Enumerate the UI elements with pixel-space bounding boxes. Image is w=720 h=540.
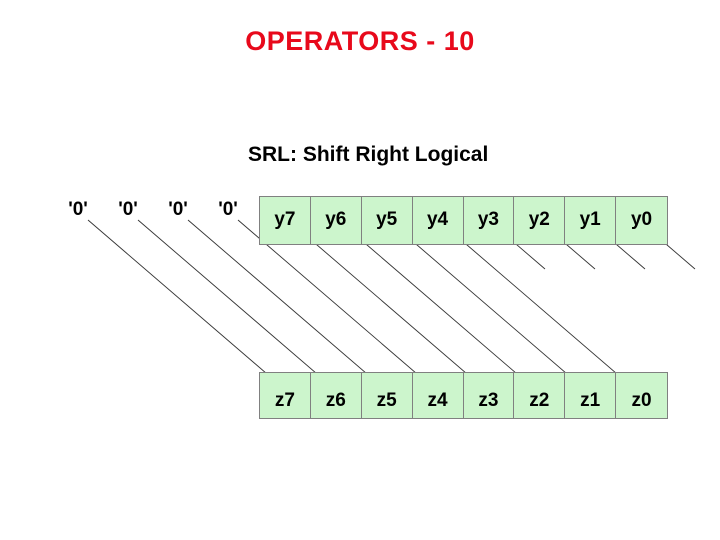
y-register-cell-label: y6 [325,209,347,230]
y-register-cell: y6 [311,197,362,244]
y-register-cell: y0 [616,197,667,244]
z-register-cell: z7 [260,373,311,418]
z-register-cell-label: z5 [376,389,397,411]
wire-y7-to-z3 [287,219,490,393]
z-register-cell-label: z3 [478,389,499,411]
y-register-cell-label: y1 [579,209,601,230]
y-register-cell-label: y0 [630,209,653,230]
z-register-cell-label: z0 [631,389,652,411]
z-register-cell-label: z4 [427,389,448,411]
page-title: OPERATORS - 10 [245,26,475,56]
z-register: z7 z6 z5 z4 z3 z2 z1 z0 [259,372,668,419]
z-register-cell: z6 [311,373,362,418]
const-label-0-c: '0' [168,199,188,220]
const-label-0-d: '0' [218,199,238,220]
const-label-0-a: '0' [68,199,88,220]
y-register-cell-label: y3 [477,209,499,230]
y-register-cell-label: y5 [376,209,398,230]
z-register-cell: z5 [362,373,413,418]
y-register-cell: y4 [413,197,464,244]
y-register-cell-label: y4 [426,209,449,230]
const-label-0-b: '0' [118,199,138,220]
wire-const-to-z4 [237,219,440,393]
z-register-cell-label: z2 [529,389,550,411]
z-register-cell-label: z6 [325,389,346,411]
wire-const-to-z6 [137,219,340,393]
wire-y4-to-z0 [437,219,640,393]
wire-y6-to-z2 [337,219,540,393]
z-register-cell: z4 [413,373,464,418]
y-register-cell-label: y2 [528,209,550,230]
z-register-cell-label: z7 [274,389,295,411]
y-register: y7 y6 y5 y4 y3 y2 y1 y0 [259,196,668,245]
z-register-cell-label: z1 [580,389,601,411]
wire-const-to-z5 [187,219,390,393]
y-register-cell-label: y7 [274,209,296,230]
z-register-cell: z3 [464,373,515,418]
z-register-cell: z2 [514,373,566,418]
wire-const-to-z7 [87,219,290,393]
y-register-cell: y5 [362,197,413,244]
y-register-cell: y7 [260,197,311,244]
y-register-cell: y1 [565,197,617,244]
wire-y5-to-z1 [387,219,590,393]
y-register-cell: y2 [514,197,566,244]
z-register-cell: z0 [616,373,667,418]
diagram-subtitle: SRL: Shift Right Logical [248,143,489,166]
z-register-cell: z1 [565,373,617,418]
y-register-cell: y3 [464,197,515,244]
